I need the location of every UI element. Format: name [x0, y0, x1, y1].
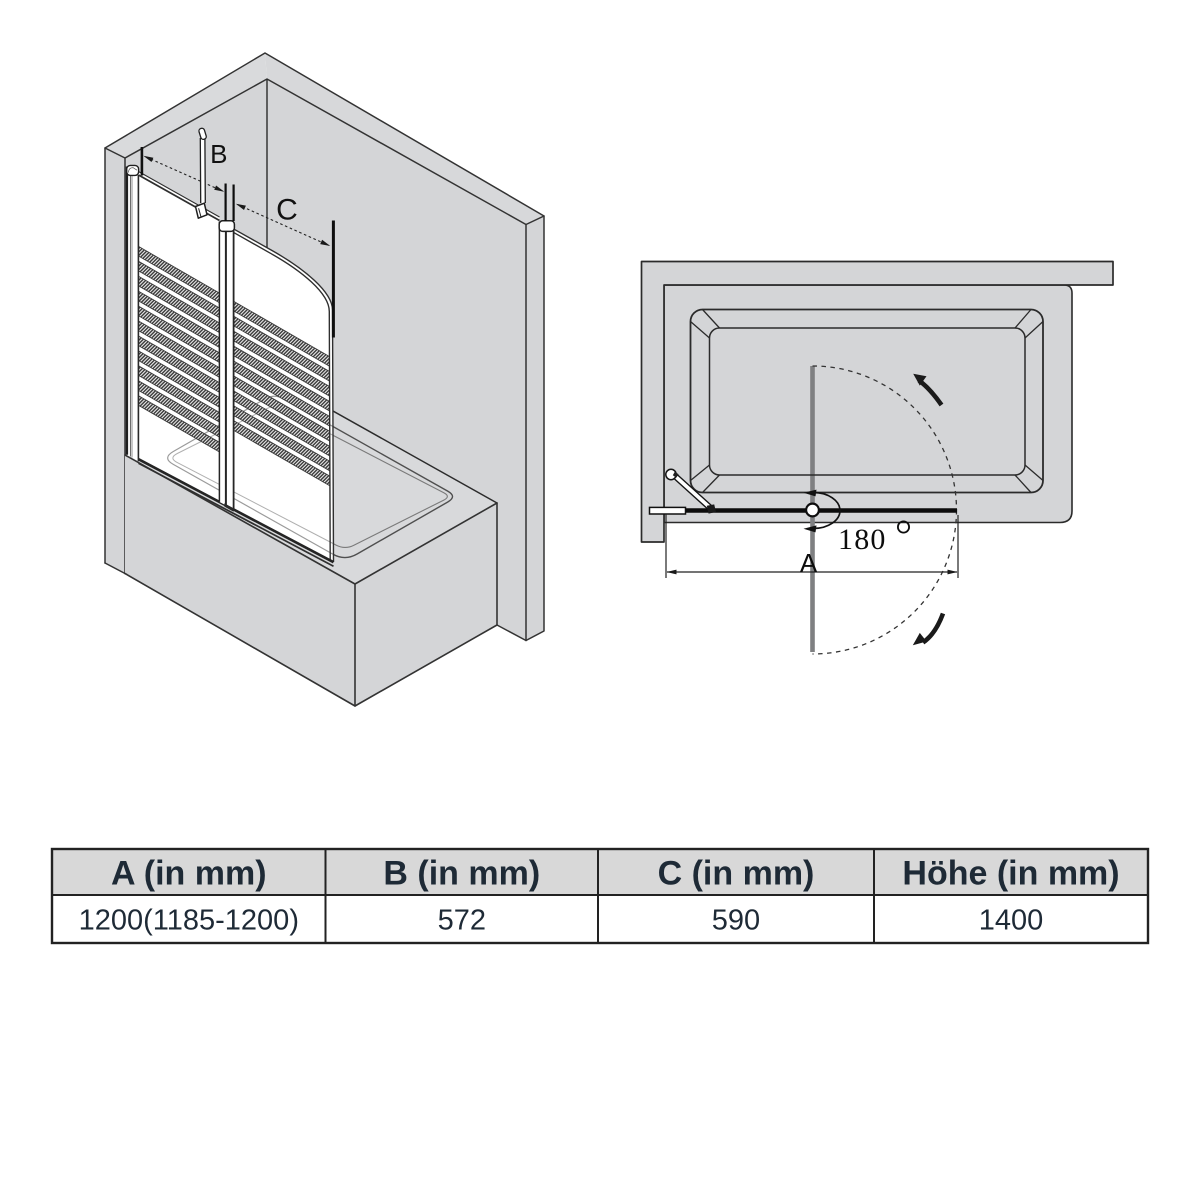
- svg-text:C (in mm): C (in mm): [658, 855, 815, 893]
- svg-text:590: 590: [712, 905, 760, 937]
- svg-text:B (in mm): B (in mm): [383, 855, 540, 893]
- svg-text:C: C: [276, 193, 298, 226]
- svg-text:180: 180: [838, 523, 887, 556]
- svg-text:B: B: [210, 139, 227, 169]
- svg-text:1400: 1400: [979, 905, 1044, 937]
- svg-text:572: 572: [438, 905, 486, 937]
- svg-text:Höhe (in mm): Höhe (in mm): [902, 855, 1119, 893]
- svg-text:A (in mm): A (in mm): [111, 855, 267, 893]
- svg-text:A: A: [800, 548, 818, 578]
- svg-text:1200(1185-1200): 1200(1185-1200): [79, 905, 299, 937]
